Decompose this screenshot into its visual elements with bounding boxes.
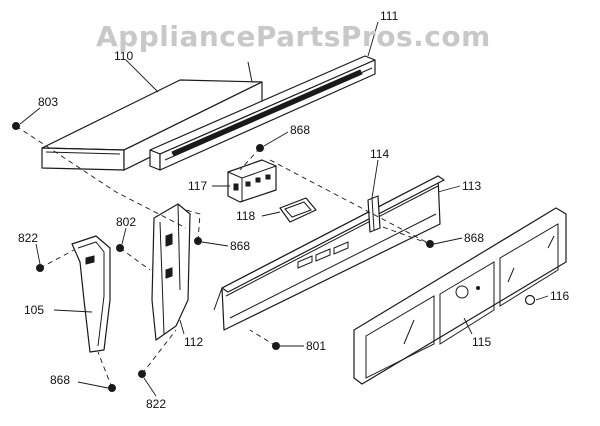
callout-803: 803 xyxy=(38,95,58,109)
callout-868-bottom: 868 xyxy=(50,373,70,387)
callout-802: 802 xyxy=(116,215,136,229)
callout-110: 110 xyxy=(114,49,133,63)
callout-868-top: 868 xyxy=(290,123,310,137)
knob-116 xyxy=(524,294,536,306)
callout-801: 801 xyxy=(306,339,326,353)
callout-117: 117 xyxy=(188,179,207,193)
callout-111: 111 xyxy=(380,9,399,23)
callout-116: 116 xyxy=(550,289,569,303)
part-115-lens-panel xyxy=(353,207,567,385)
callout-113: 113 xyxy=(462,179,481,193)
part-118-bezel xyxy=(279,197,317,223)
callout-822-top: 822 xyxy=(18,231,38,245)
callout-868-mid: 868 xyxy=(230,239,250,253)
callout-114: 114 xyxy=(370,147,389,161)
part-112-end-cap xyxy=(151,203,191,341)
part-105-side-trim xyxy=(71,235,111,353)
callout-105: 105 xyxy=(24,303,44,317)
watermark: AppliancePartsPros.com xyxy=(96,20,491,53)
part-114-bracket xyxy=(367,195,381,233)
callout-112: 112 xyxy=(184,335,203,349)
callout-868-right: 868 xyxy=(464,231,484,245)
part-111-trim-strip xyxy=(149,55,376,171)
callout-118: 118 xyxy=(236,209,255,223)
assembly-lines xyxy=(15,125,431,389)
leader-lines xyxy=(19,21,549,397)
part-117-switch xyxy=(227,159,277,203)
part-113-control-panel xyxy=(213,175,445,331)
callout-822-bottom: 822 xyxy=(146,397,166,411)
callout-115: 115 xyxy=(472,335,491,349)
